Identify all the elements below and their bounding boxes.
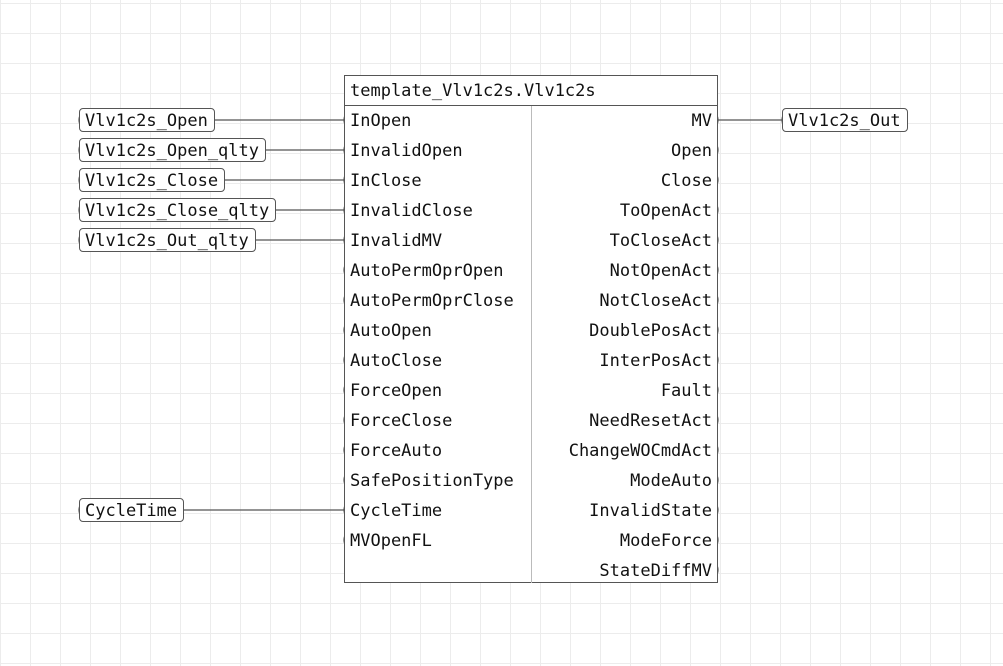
input-tag-vlv1c2s-out-qlty[interactable]: Vlv1c2s_Out_qlty: [79, 228, 256, 252]
input-pin-safe-position-type[interactable]: SafePositionType: [350, 471, 514, 491]
input-pin-in-close[interactable]: InClose: [350, 171, 422, 191]
input-pin-force-auto[interactable]: ForceAuto: [350, 441, 443, 461]
input-pin-force-open[interactable]: ForceOpen: [350, 381, 443, 401]
input-pin-in-open[interactable]: InOpen: [350, 111, 412, 131]
output-pin-invalid-state[interactable]: InvalidState: [589, 501, 712, 521]
input-pin-auto-open[interactable]: AutoOpen: [350, 321, 432, 341]
block-divider: [531, 106, 532, 583]
input-tag-vlv1c2s-close-qlty[interactable]: Vlv1c2s_Close_qlty: [79, 198, 277, 222]
output-pin-to-close-act[interactable]: ToCloseAct: [609, 231, 712, 251]
output-pin-double-pos-act[interactable]: DoublePosAct: [589, 321, 712, 341]
input-tag-cycle-time[interactable]: CycleTime: [79, 498, 185, 522]
output-pin-need-reset-act[interactable]: NeedResetAct: [589, 411, 712, 431]
input-pin-cycle-time[interactable]: CycleTime: [350, 501, 443, 521]
output-tag-vlv1c2s-out[interactable]: Vlv1c2s_Out: [782, 108, 908, 132]
input-tag-vlv1c2s-close[interactable]: Vlv1c2s_Close: [79, 168, 226, 192]
output-pin-not-close-act[interactable]: NotCloseAct: [599, 291, 712, 311]
input-pin-invalid-mv[interactable]: InvalidMV: [350, 231, 443, 251]
input-pin-auto-perm-opr-open[interactable]: AutoPermOprOpen: [350, 261, 504, 281]
output-pin-close[interactable]: Close: [660, 171, 712, 191]
input-tag-vlv1c2s-open[interactable]: Vlv1c2s_Open: [79, 108, 215, 132]
output-pin-fault[interactable]: Fault: [660, 381, 712, 401]
output-pin-not-open-act[interactable]: NotOpenAct: [609, 261, 712, 281]
output-pin-open[interactable]: Open: [671, 141, 712, 161]
output-pin-to-open-act[interactable]: ToOpenAct: [619, 201, 712, 221]
output-pin-state-diff-mv[interactable]: StateDiffMV: [599, 561, 712, 581]
output-pin-mode-force[interactable]: ModeForce: [619, 531, 712, 551]
output-pin-inter-pos-act[interactable]: InterPosAct: [599, 351, 712, 371]
output-pin-mv[interactable]: MV: [691, 111, 712, 131]
input-pin-invalid-close[interactable]: InvalidClose: [350, 201, 473, 221]
input-pin-auto-perm-opr-close[interactable]: AutoPermOprClose: [350, 291, 514, 311]
output-pin-change-wocmd-act[interactable]: ChangeWOCmdAct: [568, 441, 712, 461]
input-pin-force-close[interactable]: ForceClose: [350, 411, 453, 431]
block-title: template_Vlv1c2s.Vlv1c2s: [345, 76, 717, 106]
input-pin-mvopen-fl[interactable]: MVOpenFL: [350, 531, 432, 551]
input-tag-vlv1c2s-open-qlty[interactable]: Vlv1c2s_Open_qlty: [79, 138, 266, 162]
output-pin-mode-auto[interactable]: ModeAuto: [630, 471, 712, 491]
input-pin-invalid-open[interactable]: InvalidOpen: [350, 141, 463, 161]
input-pin-auto-close[interactable]: AutoClose: [350, 351, 443, 371]
